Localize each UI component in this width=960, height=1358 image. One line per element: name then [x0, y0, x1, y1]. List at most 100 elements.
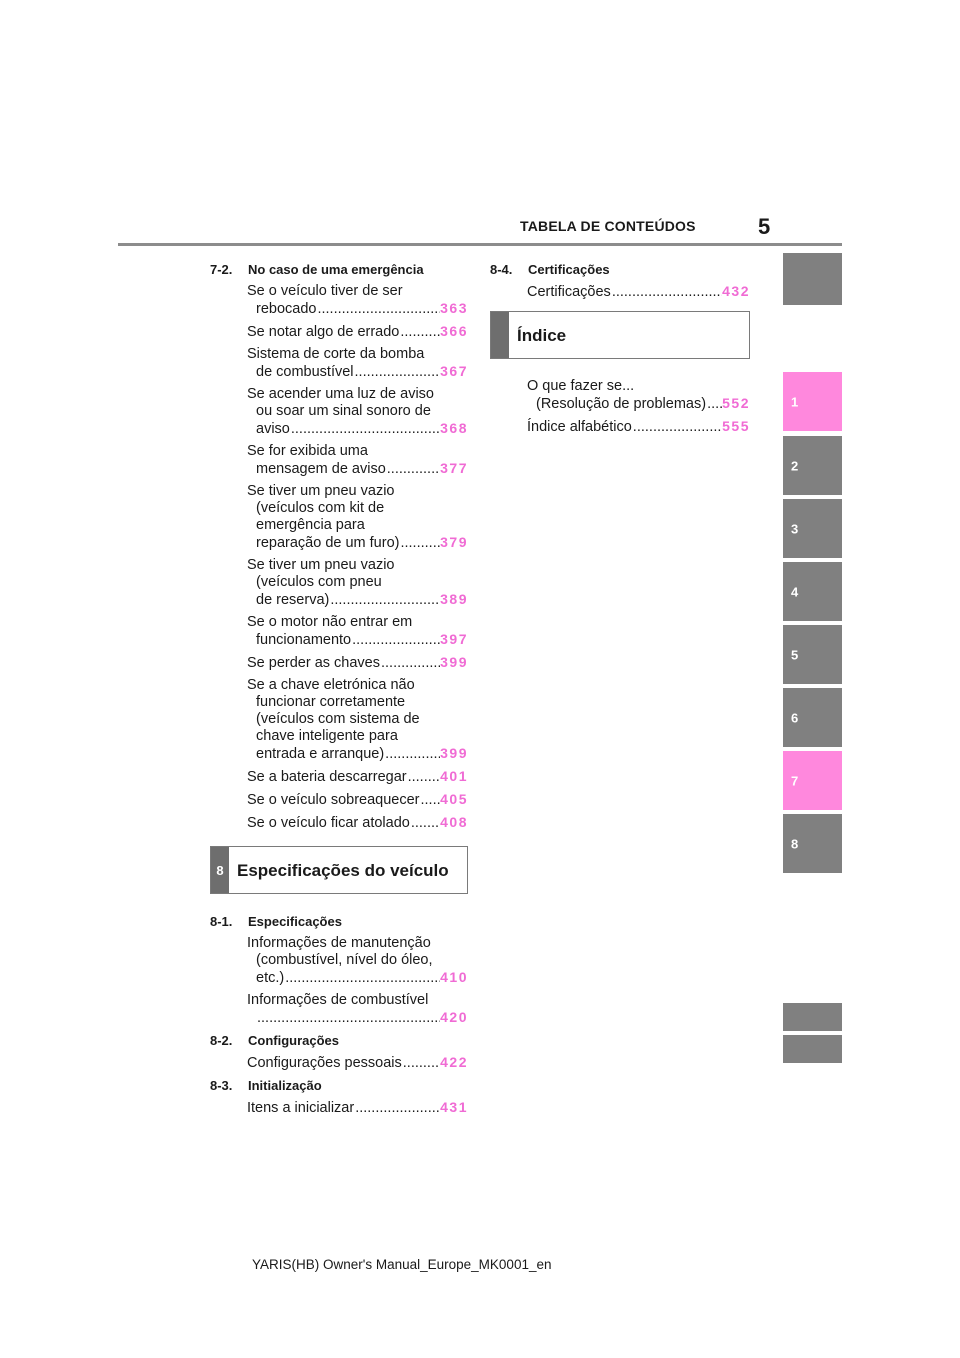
toc-entry[interactable]: Se o veículo ficar atolado 408 — [210, 814, 468, 832]
side-tab-label: 3 — [791, 521, 799, 536]
page-reference-link[interactable]: 432 — [722, 283, 750, 299]
toc-entry[interactable]: Configurações pessoais 422 — [210, 1054, 468, 1072]
toc-entry[interactable]: O que fazer se...(Resolução de problemas… — [490, 378, 750, 413]
toc-entry-label: de reserva) — [256, 592, 330, 608]
chapter-side-tab-7[interactable]: 7 — [783, 751, 842, 810]
toc-entry-label: Se notar algo de errado — [247, 324, 400, 340]
toc-entry[interactable]: Informações de manutenção(combustível, n… — [210, 935, 468, 987]
side-tab-label: 8 — [791, 836, 799, 851]
page-reference-link[interactable]: 368 — [440, 420, 468, 436]
toc-entry-line: Se acender uma luz de aviso — [247, 386, 434, 402]
chapter-side-tab-1[interactable]: 1 — [783, 372, 842, 431]
toc-entry-line: (veículos com kit de — [256, 500, 385, 516]
dot-leader — [411, 815, 440, 832]
footer-text: YARIS(HB) Owner's Manual_Europe_MK0001_e… — [252, 1257, 552, 1272]
chapter-side-tab-6[interactable]: 6 — [783, 688, 842, 747]
page-reference-link[interactable]: 389 — [440, 591, 468, 607]
toc-entry[interactable]: Se perder as chaves 399 — [210, 654, 468, 672]
right-column: 8-4. Certificações Certificações 432 Índ… — [490, 256, 750, 436]
toc-entry-line: Se o veículo tiver de ser — [247, 283, 403, 299]
toc-entry-label: etc.) — [256, 970, 285, 986]
left-column: 7-2. No caso de uma emergência Se o veíc… — [210, 256, 468, 1117]
dot-leader — [633, 419, 722, 436]
dot-leader — [403, 1055, 440, 1072]
page-reference-link[interactable]: 399 — [440, 745, 468, 761]
page-reference-link[interactable]: 420 — [440, 1009, 468, 1025]
toc-entry[interactable]: Se tiver um pneu vazio(veículos com pneu… — [210, 557, 468, 609]
dot-leader — [385, 746, 440, 763]
dot-leader — [707, 396, 722, 413]
toc-entry-label: aviso — [256, 421, 290, 437]
dot-leader — [400, 535, 440, 552]
section-heading-8-3: 8-3. Initialização — [210, 1078, 322, 1093]
side-tab-label: 6 — [791, 710, 799, 725]
side-tab-blank[interactable] — [783, 1035, 842, 1063]
page-reference-link[interactable]: 366 — [440, 323, 468, 339]
toc-entry-line: funcionar corretamente — [256, 694, 406, 710]
chapter-side-tab-2[interactable]: 2 — [783, 436, 842, 495]
dot-leader — [400, 324, 440, 341]
section-heading-8-2: 8-2. Configurações — [210, 1033, 340, 1048]
toc-entry-line: (veículos com sistema de — [256, 711, 420, 727]
toc-entry-label: Se o veículo sobreaquecer — [247, 792, 420, 808]
page-header-title: TABELA DE CONTEÚDOS — [520, 218, 696, 234]
chapter-side-tab-3[interactable]: 3 — [783, 499, 842, 558]
toc-entry-label: Índice alfabético — [527, 419, 632, 435]
dot-leader — [387, 461, 440, 478]
side-tab-label: 5 — [791, 647, 799, 662]
page-reference-link[interactable]: 367 — [440, 363, 468, 379]
side-tab-blank[interactable] — [783, 253, 842, 305]
chapter-tab-8: 8 — [211, 847, 229, 893]
toc-entry[interactable]: Se notar algo de errado 366 — [210, 323, 468, 341]
section-heading-8-1: 8-1. Especificações — [210, 914, 342, 929]
page-reference-link[interactable]: 363 — [440, 300, 468, 316]
section-heading-8-4: 8-4. Certificações — [490, 262, 610, 277]
toc-entry-line: Informações de manutenção — [247, 935, 431, 951]
toc-entry[interactable]: Se tiver um pneu vazio(veículos com kit … — [210, 483, 468, 552]
page-reference-link[interactable]: 555 — [722, 418, 750, 434]
page-reference-link[interactable]: 377 — [440, 460, 468, 476]
page-reference-link[interactable]: 405 — [440, 791, 468, 807]
toc-list-8-2: Configurações pessoais 422 — [210, 1054, 468, 1072]
toc-entry[interactable]: Itens a inicializar 431 — [210, 1099, 468, 1117]
toc-entry-line: O que fazer se... — [527, 378, 635, 394]
toc-list-8-3: Itens a inicializar 431 — [210, 1099, 468, 1117]
index-tab — [491, 312, 509, 358]
dot-leader — [285, 970, 440, 987]
toc-entry[interactable]: Se a bateria descarregar 401 — [210, 768, 468, 786]
toc-entry-line: (veículos com pneu — [256, 574, 382, 590]
toc-entry-line: emergência para — [256, 517, 365, 533]
dot-leader — [381, 655, 440, 672]
toc-entry[interactable]: Índice alfabético 555 — [490, 418, 750, 436]
chapter-title: Especificações do veículo — [237, 860, 449, 880]
side-tab-blank[interactable] — [783, 1003, 842, 1031]
page-reference-link[interactable]: 379 — [440, 534, 468, 550]
header-rule — [118, 243, 842, 246]
toc-entry[interactable]: Se o veículo tiver de serrebocado363 — [210, 283, 468, 318]
chapter-side-tab-8[interactable]: 8 — [783, 814, 842, 873]
dot-leader — [421, 792, 441, 809]
page-reference-link[interactable]: 399 — [440, 654, 468, 670]
chapter-8-banner: 8 Especificações do veículo — [210, 846, 468, 894]
toc-entry-line: Se for exibida uma — [247, 443, 368, 459]
page-reference-link[interactable]: 408 — [440, 814, 468, 830]
page-reference-link[interactable]: 410 — [440, 969, 468, 985]
page-reference-link[interactable]: 401 — [440, 768, 468, 784]
page-reference-link[interactable]: 397 — [440, 631, 468, 647]
page-reference-link[interactable]: 431 — [440, 1099, 468, 1115]
dot-leader — [612, 284, 722, 301]
chapter-side-tab-5[interactable]: 5 — [783, 625, 842, 684]
toc-entry-label: Itens a inicializar — [247, 1100, 355, 1116]
toc-entry[interactable]: Certificações 432 — [490, 283, 750, 301]
toc-entry[interactable]: Informações de combustível420 — [210, 992, 468, 1027]
page-reference-link[interactable]: 422 — [440, 1054, 468, 1070]
toc-entry-line: Se a chave eletrónica não — [247, 677, 415, 693]
chapter-side-tab-4[interactable]: 4 — [783, 562, 842, 621]
toc-entry[interactable]: Se o veículo sobreaquecer 405 — [210, 791, 468, 809]
page-reference-link[interactable]: 552 — [722, 395, 750, 411]
